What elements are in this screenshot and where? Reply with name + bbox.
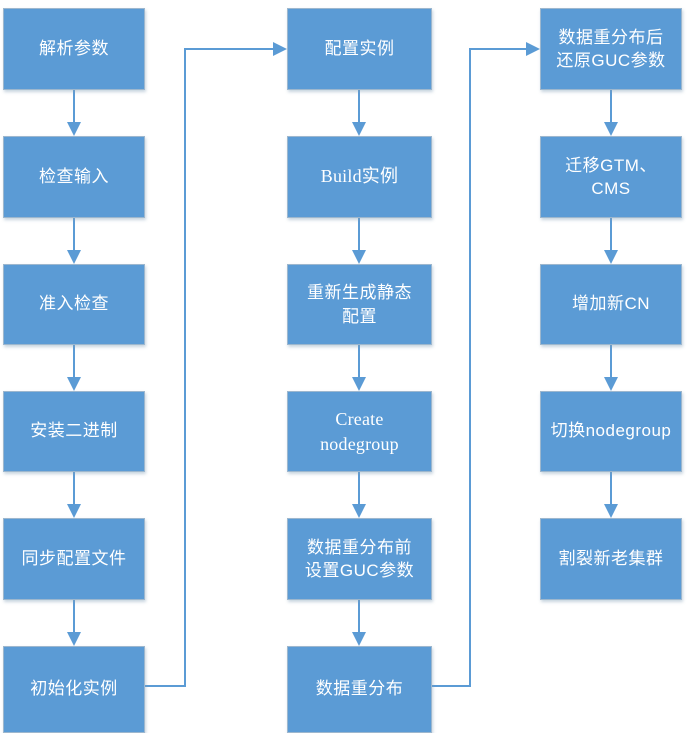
connector-n6-n7 bbox=[145, 42, 287, 687]
connector-n5-n6 bbox=[67, 600, 81, 646]
connector-n7-n8 bbox=[352, 90, 366, 136]
node-install-binary[interactable]: 安装二进制 bbox=[3, 391, 145, 472]
node-init-instance[interactable]: 初始化实例 bbox=[3, 646, 145, 733]
node-restore-guc-after-redistribute[interactable]: 数据重分布后 还原GUC参数 bbox=[540, 8, 682, 90]
connector-n13-n14 bbox=[604, 90, 618, 136]
node-sync-config-files[interactable]: 同步配置文件 bbox=[3, 518, 145, 600]
connector-n8-n9 bbox=[352, 218, 366, 264]
connector-n10-n11 bbox=[352, 472, 366, 518]
node-parse-params[interactable]: 解析参数 bbox=[3, 8, 145, 90]
connector-n9-n10 bbox=[352, 345, 366, 391]
node-data-redistribution[interactable]: 数据重分布 bbox=[287, 646, 432, 733]
connector-n2-n3 bbox=[67, 218, 81, 264]
node-build-instance[interactable]: Build实例 bbox=[287, 136, 432, 218]
connector-n15-n16 bbox=[604, 345, 618, 391]
connector-n4-n5 bbox=[67, 472, 81, 518]
node-check-input[interactable]: 检查输入 bbox=[3, 136, 145, 218]
connector-n16-n17 bbox=[604, 472, 618, 518]
connector-n12-n13 bbox=[432, 42, 540, 687]
node-regenerate-static-config[interactable]: 重新生成静态 配置 bbox=[287, 264, 432, 345]
node-configure-instance[interactable]: 配置实例 bbox=[287, 8, 432, 90]
connector-n11-n12 bbox=[352, 600, 366, 646]
node-admission-check[interactable]: 准入检查 bbox=[3, 264, 145, 345]
node-switch-nodegroup[interactable]: 切换nodegroup bbox=[540, 391, 682, 472]
connector-n3-n4 bbox=[67, 345, 81, 391]
node-migrate-gtm-cms[interactable]: 迁移GTM、 CMS bbox=[540, 136, 682, 218]
node-set-guc-before-redistribute[interactable]: 数据重分布前 设置GUC参数 bbox=[287, 518, 432, 600]
connector-n14-n15 bbox=[604, 218, 618, 264]
node-create-nodegroup[interactable]: Create nodegroup bbox=[287, 391, 432, 472]
node-split-old-new-cluster[interactable]: 割裂新老集群 bbox=[540, 518, 682, 600]
connector-n1-n2 bbox=[67, 90, 81, 136]
node-add-new-cn[interactable]: 增加新CN bbox=[540, 264, 682, 345]
